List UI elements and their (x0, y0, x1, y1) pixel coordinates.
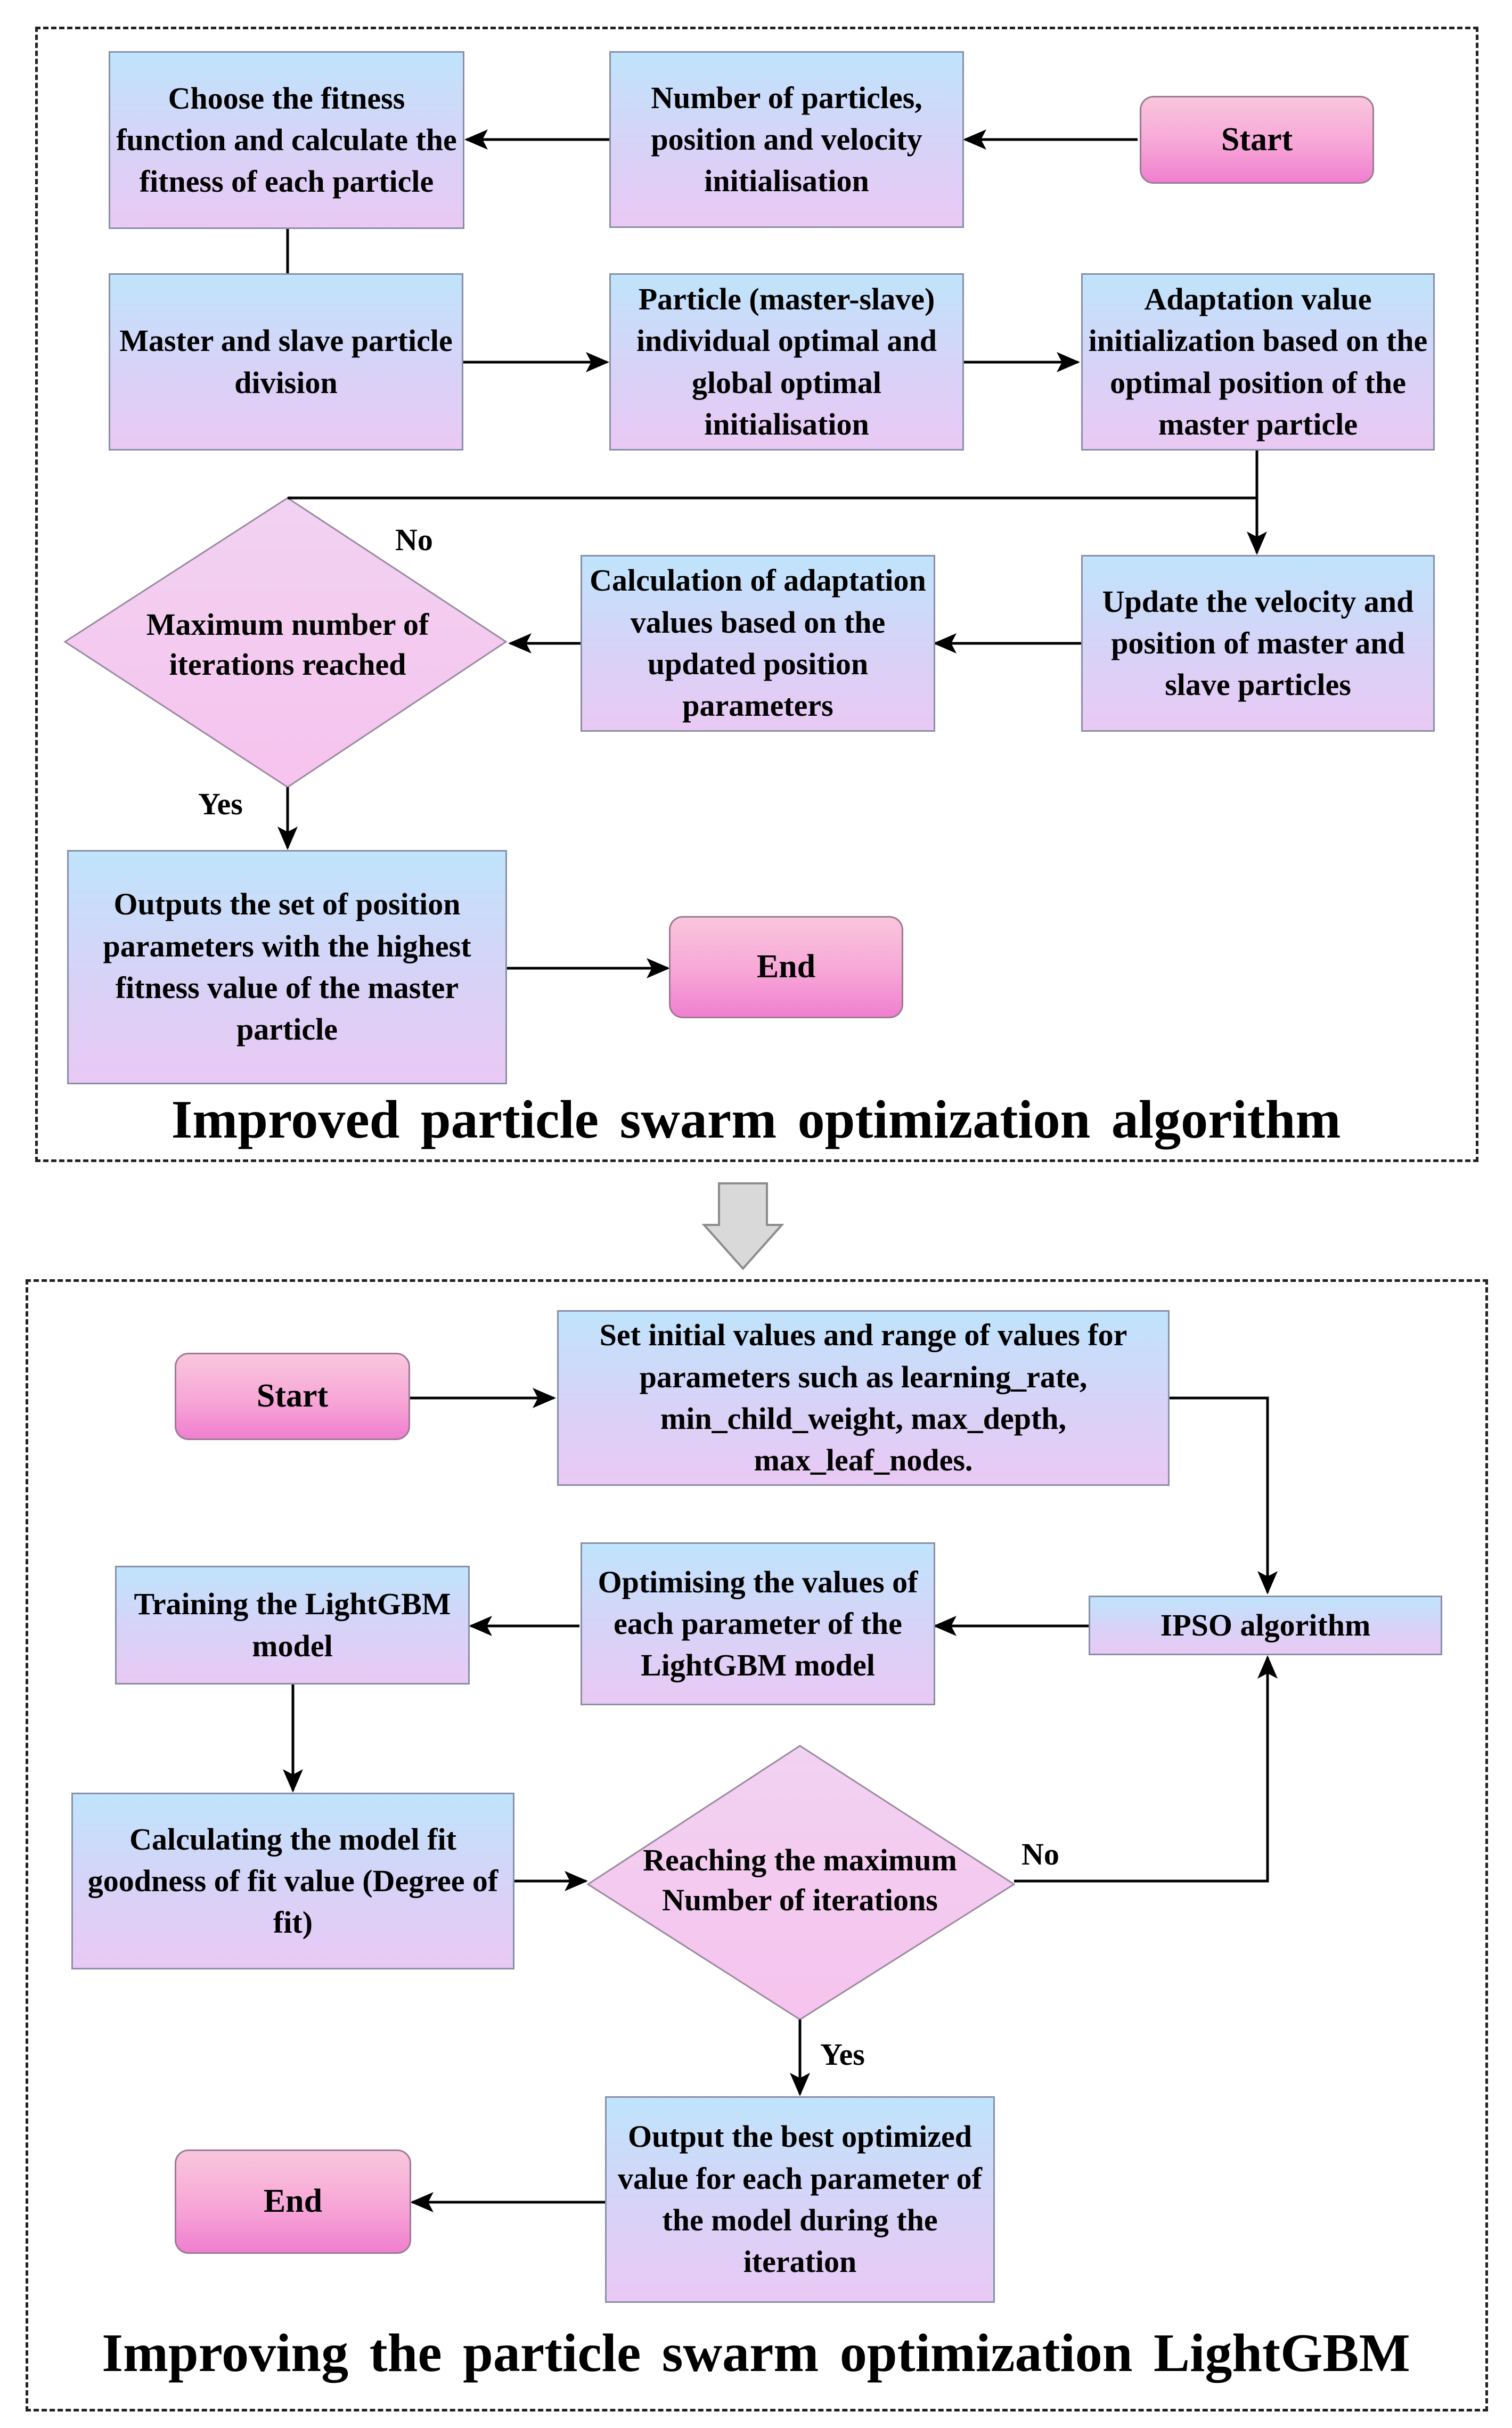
update-box: Update the velocity and position of mast… (1081, 555, 1435, 732)
no-label-top: No (395, 522, 433, 557)
no-label-bottom: No (1021, 1837, 1059, 1871)
adapt-init-box: Adaptation value initialization based on… (1081, 273, 1435, 451)
init-particles-box: Number of particles, position and veloci… (609, 51, 964, 228)
start-terminal: Start (1140, 96, 1374, 184)
end-terminal: End (669, 916, 903, 1018)
panel-title-top: Improved particle swarm optimization alg… (171, 1090, 1341, 1150)
ipso-box: IPSO algorithm (1089, 1596, 1442, 1655)
panel-ipso-lightgbm (26, 1279, 1488, 2411)
arrow-setinit-to-ipso (1170, 1396, 1278, 1595)
transition-down-arrow (701, 1182, 784, 1271)
panel-title-bottom: Improving the particle swarm optimizatio… (102, 2323, 1410, 2383)
optimise-box: Optimising the values of each parameter … (581, 1542, 935, 1705)
calc-fit-box: Calculating the model fit goodness of fi… (71, 1793, 514, 1969)
train-box: Training the LightGBM model (115, 1566, 470, 1685)
fitness-box: Choose the fitness function and calculat… (109, 51, 464, 229)
set-init-box: Set initial values and range of values f… (557, 1310, 1170, 1486)
optimal-init-box: Particle (master-slave) individual optim… (609, 273, 964, 451)
output-box-2: Output the best optimized value for each… (605, 2096, 995, 2303)
decision-label: Maximum number of iterations reached (146, 607, 429, 682)
calc-adapt-box: Calculation of adaptation values based o… (581, 555, 935, 732)
yes-label-top: Yes (198, 787, 243, 821)
end-terminal-2: End (175, 2149, 411, 2254)
output-box: Outputs the set of position parameters w… (67, 850, 507, 1084)
division-box: Master and slave particle division (109, 273, 463, 451)
arrow-decision-to-ipso (1014, 1655, 1278, 1883)
decision-label-2: Reaching the maximum Number of iteration… (643, 1842, 957, 1917)
panel-improved-pso (35, 27, 1478, 1162)
start-terminal-2: Start (175, 1353, 410, 1440)
yes-label-bottom: Yes (820, 2037, 865, 2072)
